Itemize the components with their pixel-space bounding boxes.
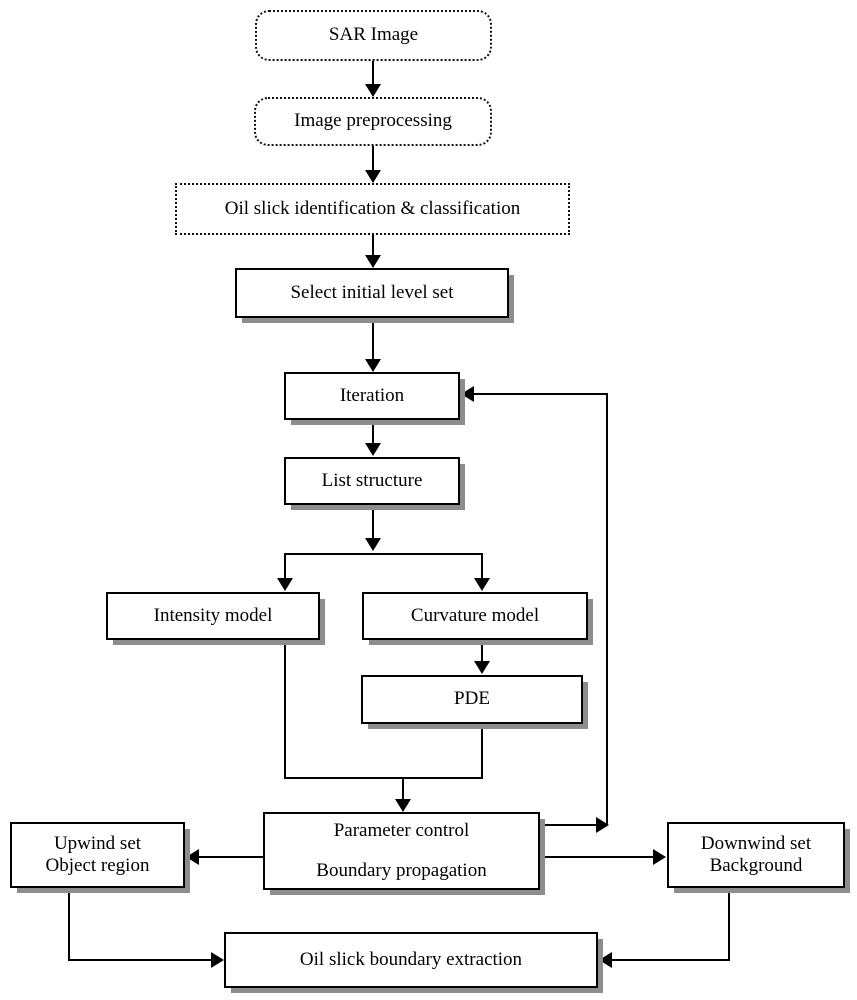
edge-parameter-to-upwind-arrow [186,849,199,865]
edge-curvature-to-pde-arrow [474,661,490,674]
edge-iteration-to-list-arrow [365,443,381,456]
node-downwind-set[interactable]: Downwind set Background [667,822,845,888]
node-label-parameter-control-line1: Parameter control [333,819,470,841]
edge-pde-to-merge-line [481,700,483,777]
node-parameter-control[interactable]: Parameter control Boundary propagation [263,812,540,890]
edge-curvature-to-pde-line [481,640,483,662]
node-label-upwind-set-line2: Object region [45,855,150,876]
edge-sar-to-preprocessing-arrow [365,84,381,97]
edge-feedback-vertical-line [606,393,608,825]
node-label-parameter-control-line2: Boundary propagation [316,860,487,881]
node-label-upwind-set-line1: Upwind set [53,832,142,854]
node-oil-slick-boundary-extraction[interactable]: Oil slick boundary extraction [224,932,598,988]
node-label-sar-image: SAR Image [328,24,419,46]
edge-sar-to-preprocessing-line [372,61,374,85]
edge-merge-to-parameter-arrow [395,799,411,812]
node-sar-image[interactable]: SAR Image [255,10,492,61]
node-label-pde: PDE [454,688,490,710]
node-label-downwind-set-line2: Background [709,855,803,876]
edge-split-left-line [284,553,286,579]
edge-parameter-to-upwind-line [198,856,264,858]
edge-upwind-to-extraction-arrow [211,952,224,968]
node-intensity-model[interactable]: Intensity model [106,592,320,640]
edge-identification-to-levelset-line [372,235,374,256]
edge-levelset-to-iteration-arrow [365,359,381,372]
edge-parameter-to-downwind-line [540,856,654,858]
node-label-downwind-set-line1: Downwind set [700,832,812,854]
node-oil-slick-identification[interactable]: Oil slick identification & classificatio… [175,183,570,235]
node-label-oil-slick-boundary-extraction: Oil slick boundary extraction [299,948,523,970]
node-curvature-model[interactable]: Curvature model [362,592,588,640]
edge-feedback-top-arrow [461,386,474,402]
node-label-image-preprocessing: Image preprocessing [294,110,452,132]
edge-identification-to-levelset-arrow [365,255,381,268]
edge-upwind-to-extraction-hline [68,959,212,961]
edge-split-right-arrow [474,578,490,591]
node-select-initial-level-set[interactable]: Select initial level set [235,268,509,318]
node-label-iteration: Iteration [339,384,405,406]
edge-preprocessing-to-identification-line [372,146,374,171]
edge-merge-to-parameter-line [402,777,404,801]
node-upwind-set[interactable]: Upwind set Object region [10,822,185,888]
edge-parameter-to-downwind-arrow [653,849,666,865]
edge-feedback-bottom-arrow [596,817,609,833]
edge-downwind-to-extraction-arrow [599,952,612,968]
edge-downwind-to-extraction-hline [612,959,730,961]
node-label-list-structure: List structure [321,469,423,491]
node-label-oil-slick-identification: Oil slick identification & classificatio… [224,197,521,219]
edge-feedback-bottom-line [540,824,598,826]
node-list-structure[interactable]: List structure [284,457,460,505]
node-label-intensity-model: Intensity model [153,604,273,626]
edge-preprocessing-to-identification-arrow [365,170,381,183]
edge-list-to-split-arrow [365,538,381,551]
edge-split-left-arrow [277,578,293,591]
edge-merge-bar [284,777,483,779]
edge-split-bar [284,553,482,555]
edge-feedback-top-line [473,393,608,395]
edge-list-to-split-line [372,505,374,539]
edge-split-right-line [481,553,483,579]
edge-levelset-to-iteration-line [372,318,374,360]
node-iteration[interactable]: Iteration [284,372,460,420]
edge-iteration-to-list-line [372,420,374,444]
node-label-select-initial-level-set: Select initial level set [290,281,454,303]
node-image-preprocessing[interactable]: Image preprocessing [254,97,492,146]
node-label-curvature-model: Curvature model [410,604,540,626]
node-pde[interactable]: PDE [361,675,583,724]
edge-upwind-to-extraction-vline [68,888,70,960]
edge-downwind-to-extraction-vline [728,888,730,960]
edge-intensity-to-merge-line [284,615,286,777]
